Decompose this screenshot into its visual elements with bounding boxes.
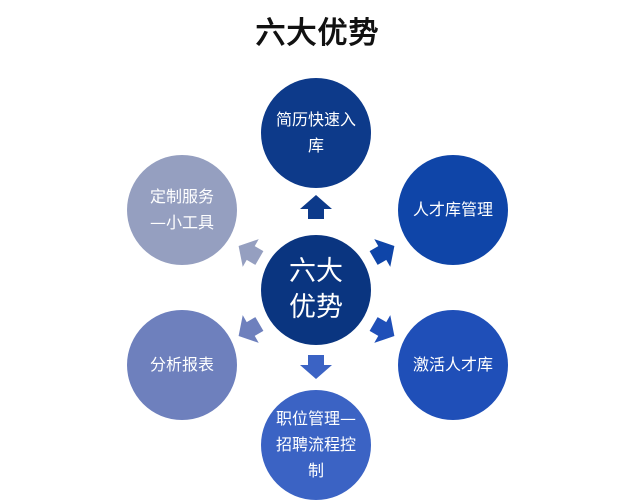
arrow-down-right-icon: [369, 315, 395, 343]
arrow-down-left-icon: [238, 315, 264, 343]
node-label: 简历快速入库: [275, 110, 356, 155]
center-node: 六大优势: [261, 235, 371, 345]
arrow-up-right-icon: [369, 239, 395, 267]
arrow-up-icon: [300, 195, 332, 219]
node-label: 职位管理—招聘流程控制: [275, 409, 356, 480]
node-label: 定制服务 —小工具: [149, 187, 214, 232]
center-label: 六大优势: [289, 256, 343, 323]
diagram-title: 六大优势: [255, 16, 380, 51]
node-label: 激活人才库: [412, 355, 493, 374]
arrow-up-left-icon: [238, 239, 264, 267]
node-label: 分析报表: [149, 355, 214, 374]
node-custom-service: 定制服务 —小工具: [127, 155, 237, 265]
arrow-down-icon: [300, 355, 332, 379]
node-position-management: 职位管理—招聘流程控制: [261, 390, 371, 500]
node-resume-import: 简历快速入库: [261, 78, 371, 188]
node-activate-talent: 激活人才库: [398, 310, 508, 420]
node-label: 人才库管理: [412, 200, 493, 219]
node-analytics-reports: 分析报表: [127, 310, 237, 420]
node-talent-pool: 人才库管理: [398, 155, 508, 265]
